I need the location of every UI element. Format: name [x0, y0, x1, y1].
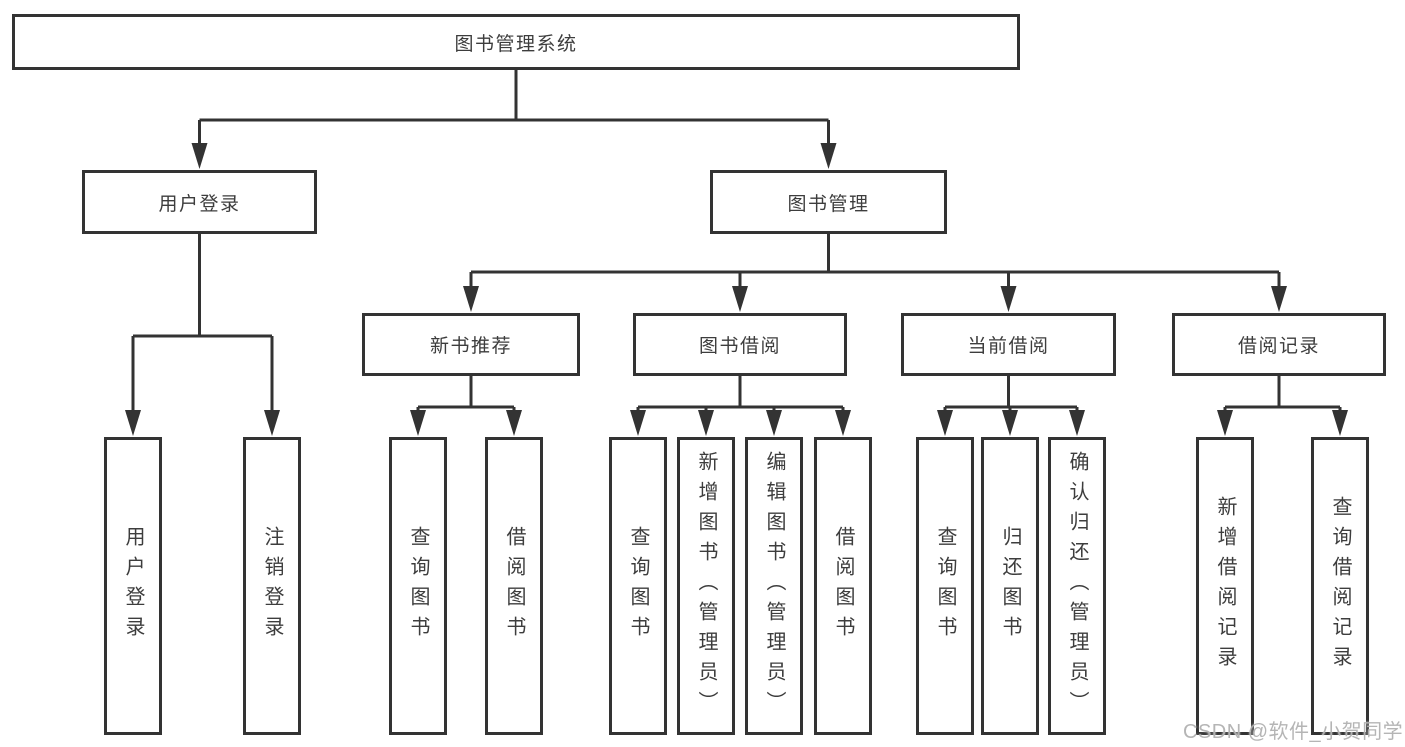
leaf-logout-label: 注销登录	[261, 526, 283, 646]
leaf-add-borrow-record: 新增借阅记录	[1196, 437, 1254, 735]
leaf-add-book-admin-label: 新增图书（管理员）	[695, 451, 717, 721]
watermark-text: CSDN @软件_小贺同学	[1183, 721, 1404, 743]
arrowheads-book-borrowing	[630, 410, 851, 436]
arrowheads-book-management	[463, 286, 1287, 312]
leaf-recommend-query-books-label: 查询图书	[407, 526, 429, 646]
leaf-recommend-borrow-books-label: 借阅图书	[503, 526, 525, 646]
node-current-borrowing: 当前借阅	[901, 313, 1116, 376]
leaf-recommend-borrow-books: 借阅图书	[485, 437, 543, 735]
connector-book-management	[469, 234, 1281, 290]
leaf-add-book-admin: 新增图书（管理员）	[677, 437, 735, 735]
arrowheads-user-login	[125, 410, 280, 436]
leaf-return-books-label: 归还图书	[999, 526, 1021, 646]
arrowheads-new-book-recommendation	[410, 410, 522, 436]
arrowheads-current-borrowing	[937, 410, 1085, 436]
node-new-book-recommendation-label: 新书推荐	[429, 336, 512, 357]
leaf-borrowing-query-books: 查询图书	[609, 437, 667, 735]
node-user-login-label: 用户登录	[158, 193, 241, 215]
node-library-system: 图书管理系统	[12, 14, 1020, 70]
leaf-logout: 注销登录	[243, 437, 301, 735]
leaf-edit-book-admin: 编辑图书（管理员）	[745, 437, 803, 735]
node-book-borrowing: 图书借阅	[633, 313, 847, 376]
connector-new-book-recommendation	[416, 376, 516, 414]
connector-root-to-level2	[198, 70, 830, 146]
node-user-login: 用户登录	[82, 170, 317, 234]
leaf-user-login-label: 用户登录	[122, 526, 144, 646]
arrowheads-root-to-level2	[191, 143, 837, 169]
leaf-query-borrow-record: 查询借阅记录	[1311, 437, 1369, 735]
node-current-borrowing-label: 当前借阅	[967, 336, 1050, 357]
connector-borrowing-records	[1223, 376, 1342, 414]
leaf-edit-book-admin-label: 编辑图书（管理员）	[763, 451, 785, 721]
leaf-add-borrow-record-label: 新增借阅记录	[1214, 496, 1236, 676]
connector-book-borrowing	[636, 376, 845, 414]
leaf-confirm-return-admin: 确认归还（管理员）	[1048, 437, 1106, 735]
leaf-borrowing-borrow-books: 借阅图书	[814, 437, 872, 735]
leaf-return-books: 归还图书	[981, 437, 1039, 735]
node-new-book-recommendation: 新书推荐	[362, 313, 580, 376]
node-library-system-label: 图书管理系统	[454, 33, 578, 55]
node-book-management-label: 图书管理	[787, 193, 870, 215]
leaf-query-borrow-record-label: 查询借阅记录	[1329, 496, 1351, 676]
leaf-current-query-books: 查询图书	[916, 437, 974, 735]
connector-user-login	[131, 234, 274, 413]
leaf-recommend-query-books: 查询图书	[389, 437, 447, 735]
leaf-borrowing-borrow-books-label: 借阅图书	[832, 526, 854, 646]
arrowheads-borrowing-records	[1217, 410, 1348, 436]
leaf-current-query-books-label: 查询图书	[934, 526, 956, 646]
leaf-borrowing-query-books-label: 查询图书	[627, 526, 649, 646]
node-borrowing-records: 借阅记录	[1172, 313, 1386, 376]
leaf-user-login: 用户登录	[104, 437, 162, 735]
connector-current-borrowing	[943, 376, 1079, 414]
node-borrowing-records-label: 借阅记录	[1237, 336, 1320, 357]
leaf-confirm-return-admin-label: 确认归还（管理员）	[1066, 451, 1088, 721]
node-book-management: 图书管理	[710, 170, 947, 234]
node-book-borrowing-label: 图书借阅	[698, 336, 781, 357]
